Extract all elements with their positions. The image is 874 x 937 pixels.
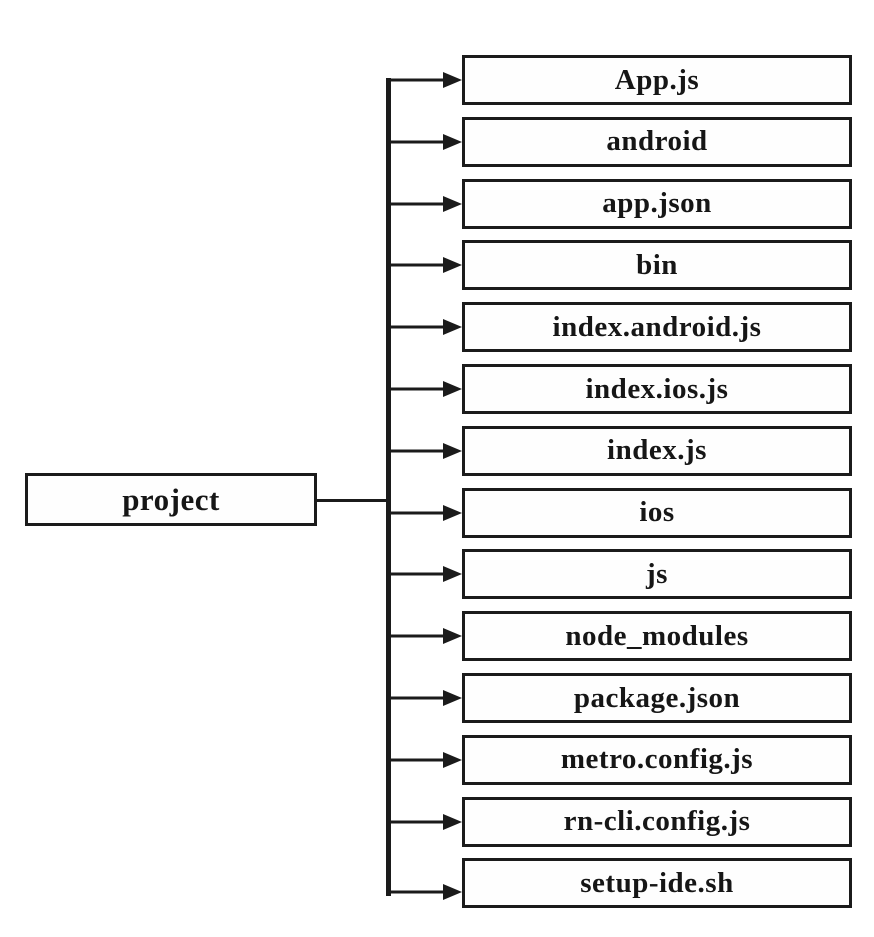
file-node: app.json (462, 178, 852, 229)
file-node-label: index.js (607, 434, 707, 467)
branch-line (386, 387, 448, 391)
arrow-right-icon (443, 442, 462, 459)
branch-line (386, 202, 448, 206)
project-node-label: project (122, 481, 220, 517)
arrow-right-icon (443, 72, 462, 88)
tree-row: package.json (386, 673, 852, 723)
file-node: js (462, 549, 852, 600)
tree-row: android (386, 116, 852, 167)
branch-line (386, 140, 448, 144)
file-node-label: index.android.js (552, 310, 762, 343)
file-node-label: index.ios.js (585, 372, 729, 405)
file-node-label: package.json (573, 681, 741, 714)
file-node: index.ios.js (462, 364, 852, 414)
file-node-label: bin (636, 248, 678, 281)
project-node: project (25, 473, 317, 526)
arrow-right-icon (443, 319, 462, 336)
tree-row: js (386, 549, 852, 600)
branch-line (386, 820, 448, 824)
arrow-right-icon (443, 751, 462, 768)
arrow-right-icon (443, 381, 462, 397)
file-node: node_modules (462, 611, 852, 662)
arrow-right-icon (443, 813, 462, 830)
arrow-right-icon (443, 504, 462, 521)
tree-row: index.js (386, 425, 852, 476)
file-node: setup-ide.sh (462, 858, 852, 909)
branch-line (386, 511, 448, 515)
file-node-label: android (606, 125, 708, 158)
branch-line (386, 890, 448, 894)
tree-row: bin (386, 240, 852, 291)
file-node: android (462, 116, 852, 167)
file-node-label: js (646, 557, 668, 590)
file-node: index.android.js (462, 302, 852, 353)
branch-line (386, 449, 448, 453)
tree-row: rn-cli.config.js (386, 796, 852, 847)
file-node-label: rn-cli.config.js (563, 805, 751, 838)
branch-line (386, 572, 448, 576)
project-connector-line (316, 499, 389, 502)
file-node: bin (462, 240, 852, 291)
arrow-right-icon (443, 566, 462, 583)
arrow-right-icon (443, 690, 462, 706)
branch-line (386, 325, 448, 329)
file-node: rn-cli.config.js (462, 796, 852, 847)
tree-row: ios (386, 487, 852, 538)
branch-line (386, 78, 448, 82)
arrow-right-icon (443, 133, 462, 150)
file-node: ios (462, 487, 852, 538)
file-node-label: ios (639, 496, 675, 529)
tree-row: app.json (386, 178, 852, 229)
branch-line (386, 696, 448, 700)
file-node: metro.config.js (462, 734, 852, 785)
arrow-right-icon (443, 884, 462, 901)
arrow-right-icon (443, 628, 462, 645)
tree-row: index.ios.js (386, 364, 852, 414)
file-node-label: node_modules (565, 619, 749, 652)
file-node-label: app.json (602, 187, 712, 220)
file-node: App.js (462, 55, 852, 105)
tree-row: index.android.js (386, 302, 852, 353)
branch-line (386, 263, 448, 267)
tree-row: App.js (386, 55, 852, 105)
arrow-right-icon (443, 257, 462, 274)
branch-line (386, 634, 448, 638)
file-node-label: setup-ide.sh (580, 866, 734, 899)
file-node: index.js (462, 425, 852, 476)
trunk-line (386, 78, 391, 896)
tree-row: node_modules (386, 611, 852, 662)
branch-line (386, 758, 448, 762)
file-node: package.json (462, 673, 852, 723)
file-node-label: metro.config.js (560, 743, 754, 776)
tree-row: setup-ide.sh (386, 858, 852, 909)
file-node-label: App.js (614, 63, 700, 96)
tree-row: metro.config.js (386, 734, 852, 785)
arrow-right-icon (443, 195, 462, 212)
